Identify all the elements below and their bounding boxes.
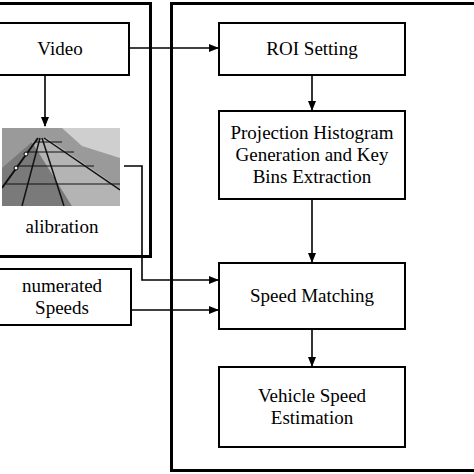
node-label: Vehicle Speed Estimation bbox=[226, 385, 398, 429]
node-label: Speed Matching bbox=[250, 285, 374, 307]
node-label: Projection Histogram Generation and Key … bbox=[226, 122, 398, 188]
image-detail bbox=[18, 166, 94, 167]
flow-arrow bbox=[124, 166, 218, 280]
process-box: Vehicle Speed Estimation bbox=[218, 366, 406, 448]
calibration-panel: alibration bbox=[0, 126, 124, 244]
image-detail bbox=[44, 138, 120, 190]
image-detail bbox=[2, 138, 38, 188]
flow-arrow bbox=[311, 200, 313, 262]
image-detail bbox=[24, 152, 28, 156]
flow-arrow bbox=[311, 330, 313, 366]
node-label: Video bbox=[37, 38, 82, 60]
flow-arrow bbox=[311, 76, 313, 110]
input-group: Video alibration bbox=[0, 2, 152, 258]
node-label: ROI Setting bbox=[266, 38, 357, 60]
flow-arrow bbox=[130, 47, 218, 49]
process-box: Projection Histogram Generation and Key … bbox=[218, 110, 406, 200]
process-group: ROI SettingProjection Histogram Generati… bbox=[170, 2, 474, 472]
calibration-image bbox=[2, 128, 120, 206]
input-box: Video bbox=[0, 22, 130, 76]
image-detail bbox=[14, 166, 18, 170]
image-detail bbox=[2, 128, 120, 206]
image-detail bbox=[42, 138, 64, 206]
image-detail bbox=[28, 152, 74, 153]
image-detail bbox=[6, 184, 120, 185]
node-label: numerated Speeds bbox=[6, 275, 118, 319]
process-box: ROI Setting bbox=[218, 22, 406, 76]
flow-arrow bbox=[44, 76, 46, 126]
image-detail bbox=[22, 138, 40, 206]
image-detail bbox=[35, 142, 62, 143]
flow-arrow bbox=[132, 309, 218, 311]
image-detail bbox=[62, 128, 120, 158]
process-box: Speed Matching bbox=[218, 262, 406, 330]
input-box: numerated Speeds bbox=[0, 268, 132, 326]
image-detail bbox=[32, 138, 120, 206]
node-label: alibration bbox=[0, 216, 124, 238]
